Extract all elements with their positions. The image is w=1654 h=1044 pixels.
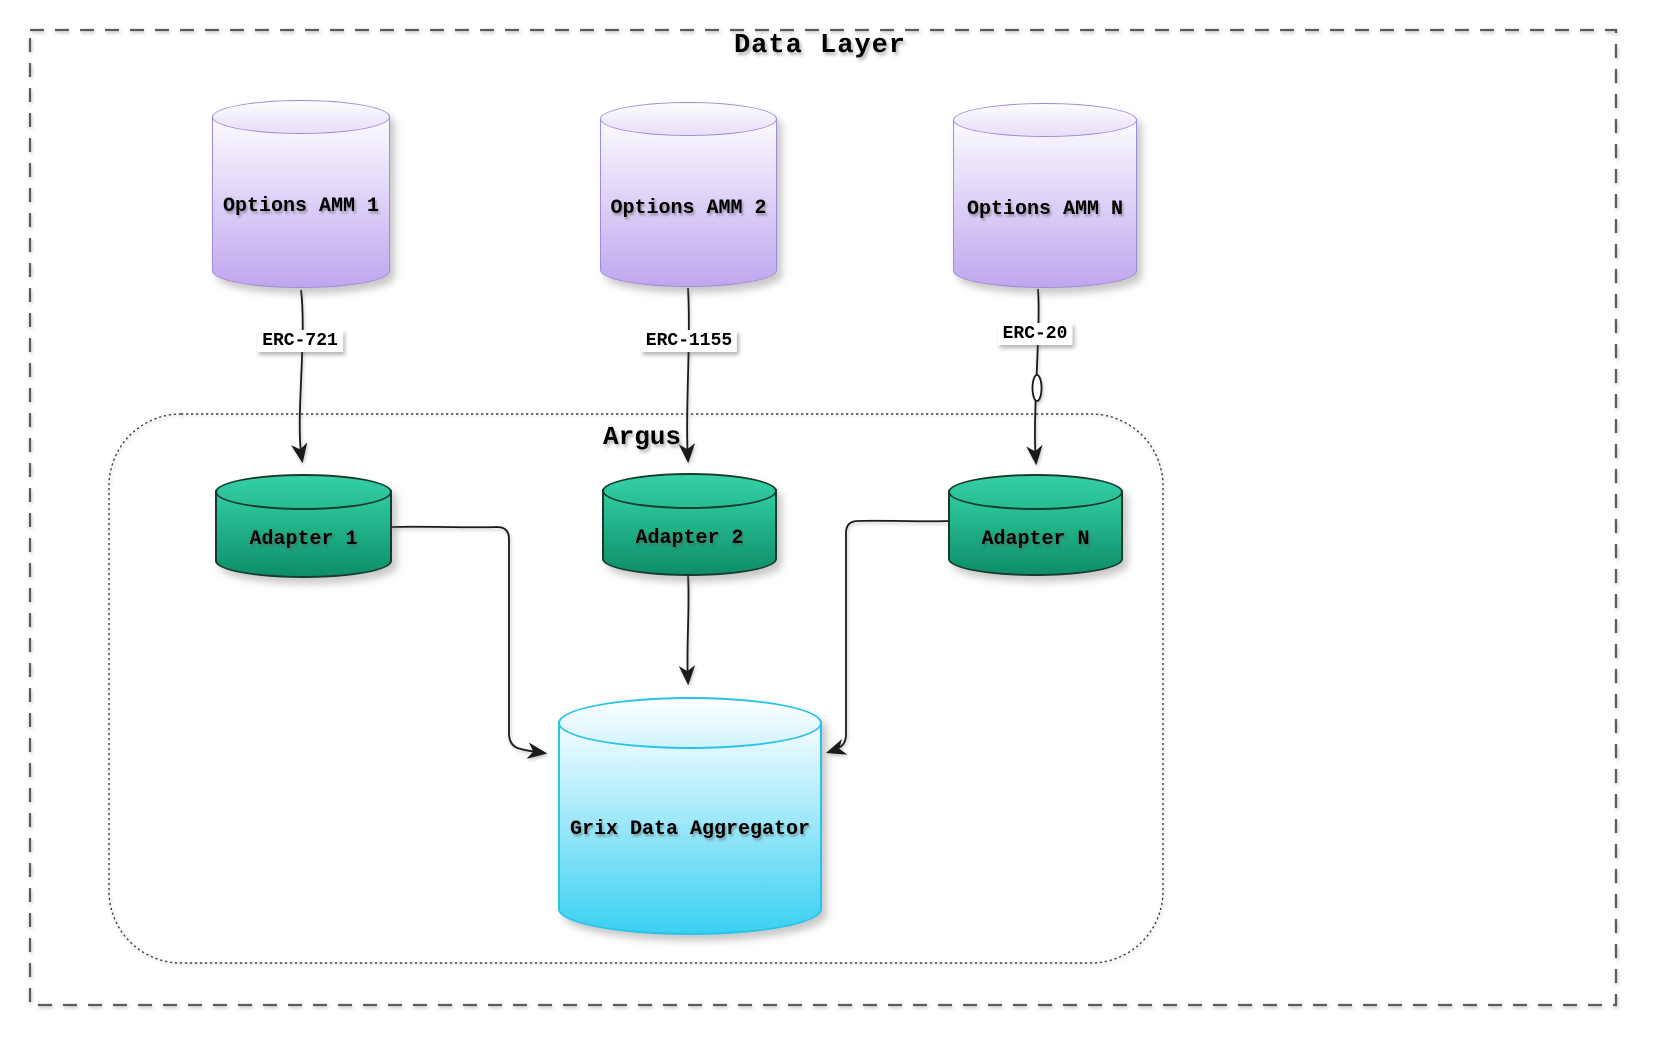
node-label: Options AMM 2 — [610, 197, 767, 220]
cylinder-body — [953, 119, 1137, 288]
edge-sketch-loop — [1031, 374, 1043, 402]
edge-adaptern-to-aggregator — [825, 519, 949, 755]
argus-boundary — [108, 413, 1164, 964]
cylinder-top — [602, 473, 777, 509]
node-grix-data-aggregator: Grix Data Aggregator — [558, 697, 822, 935]
argus-group-title: Argus — [602, 422, 682, 452]
node-adapter-n: Adapter N — [948, 474, 1123, 576]
data-layer-boundary — [28, 28, 1618, 1007]
node-options-amm-2: Options AMM 2 — [600, 102, 777, 287]
node-adapter-1: Adapter 1 — [215, 474, 392, 578]
edge-adapter1-to-aggregator — [391, 525, 548, 759]
node-options-amm-1: Options AMM 1 — [212, 100, 390, 288]
node-options-amm-n: Options AMM N — [953, 103, 1137, 288]
edge-adapter2-to-aggregator — [678, 574, 696, 686]
diagram-title: Data Layer — [733, 31, 907, 61]
cylinder-body — [558, 721, 822, 935]
cylinder-top — [558, 697, 822, 749]
node-label: Adapter N — [981, 528, 1090, 551]
node-label: Options AMM N — [966, 198, 1124, 221]
edge-label-erc-20: ERC-20 — [997, 323, 1073, 345]
edge-label-erc-1155: ERC-1155 — [640, 330, 738, 352]
node-adapter-2: Adapter 2 — [602, 473, 777, 576]
edge-amm1-to-adapter1 — [291, 289, 308, 464]
edge-amm2-to-adapter2 — [678, 287, 696, 464]
cylinder-top — [212, 100, 390, 134]
node-label: Grix Data Aggregator — [569, 818, 811, 841]
cylinder-top — [948, 474, 1123, 510]
edge-label-erc-721: ERC-721 — [257, 330, 343, 352]
cylinder-top — [215, 474, 392, 510]
cylinder-top — [953, 103, 1137, 137]
cylinder-body — [600, 118, 777, 287]
node-label: Adapter 1 — [249, 528, 358, 551]
cylinder-top — [600, 102, 777, 136]
node-label: Adapter 2 — [635, 527, 744, 550]
node-label: Options AMM 1 — [222, 195, 380, 218]
cylinder-body — [212, 116, 390, 288]
